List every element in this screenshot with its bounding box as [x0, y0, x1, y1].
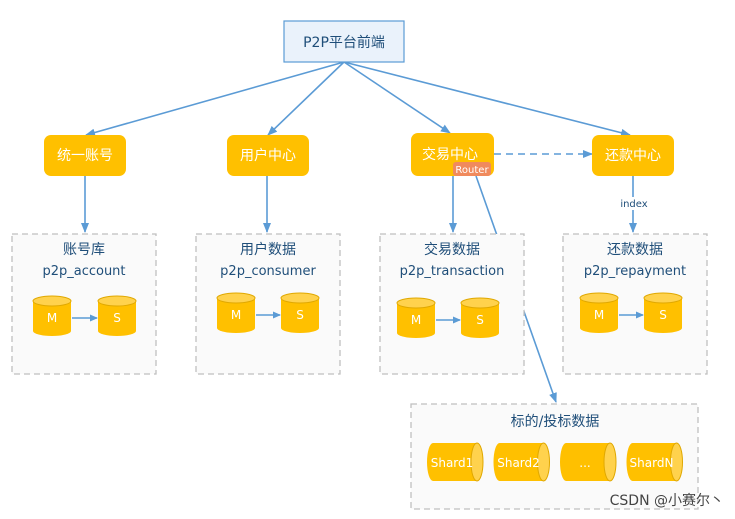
edge-frontend-to-user	[267, 61, 345, 136]
shard-label: ...	[579, 456, 590, 470]
db-repayment-replication-master-db-top	[579, 292, 619, 304]
db-group-consumer-title: 用户数据	[240, 241, 296, 258]
router-badge: Router	[453, 162, 491, 176]
db-group-account-title: 账号库	[63, 242, 105, 258]
shards-group: 标的/投标数据 Shard1 Shard2... ShardN	[410, 403, 699, 510]
index-label-bg	[620, 197, 648, 210]
db-account-replication-master-db-body	[33, 301, 71, 336]
service-repayment-label: 还款中心	[605, 148, 661, 164]
db-consumer-replication-slave-db-top	[280, 292, 320, 304]
db-repayment-replication-slave-db-body	[644, 298, 682, 333]
service-user-label: 用户中心	[240, 147, 296, 164]
router-badge-label: Router	[455, 165, 489, 176]
shard-end-cap	[670, 442, 683, 482]
shard-body	[560, 443, 616, 481]
shard-item: Shard2	[493, 442, 550, 482]
shard-item: ...	[560, 442, 617, 482]
db-transaction-replication-slave-db-label: S	[476, 313, 484, 327]
db-consumer-replication-master-db-top	[216, 292, 256, 304]
service-account: 统一账号	[44, 135, 126, 176]
edge-frontend-to-repayment	[343, 61, 631, 137]
shard-list: Shard1 Shard2... ShardN	[427, 442, 683, 482]
shard-label: Shard2	[497, 456, 540, 470]
shard-item: Shard1	[427, 442, 484, 482]
shard-label: ShardN	[630, 456, 674, 470]
db-consumer-replication-master-db: M	[216, 292, 256, 333]
db-repayment-replication-slave-db-top	[643, 292, 683, 304]
watermark: CSDN @小赛尔丶	[610, 493, 724, 509]
db-transaction-replication-slave-db: S	[460, 297, 500, 338]
db-group-repayment-name: p2p_repayment	[584, 264, 686, 279]
db-transaction-replication-master-db: M	[396, 297, 436, 338]
db-repayment-replication-slave-db-label: S	[659, 308, 667, 322]
db-account-replication-slave-db-label: S	[113, 311, 121, 325]
db-transaction-replication-slave-db-body	[461, 303, 499, 338]
db-repayment-replication-master-db: M	[579, 292, 619, 333]
shard-end-cap	[603, 442, 617, 482]
shard-body	[493, 443, 550, 481]
db-consumer-replication-slave-db-body	[281, 298, 319, 333]
db-account-replication-slave-db-top	[97, 295, 137, 307]
db-consumer-replication-slave-db: S	[280, 292, 320, 333]
router-badge-box	[453, 162, 491, 176]
db-account-replication-master-db-label: M	[47, 311, 57, 325]
db-consumer-replication-master-db-body	[217, 298, 255, 333]
db-repayment-replication-master-db-body	[580, 298, 618, 333]
frontend-box	[283, 20, 405, 63]
service-repayment: 还款中心	[592, 135, 674, 176]
db-group-consumer-name: p2p_consumer	[220, 264, 316, 279]
shard-end-cap	[470, 442, 484, 482]
db-consumer-replication-slave-db-label: S	[296, 308, 304, 322]
index-label: index	[620, 199, 647, 210]
frontend-label: P2P平台前端	[303, 34, 385, 51]
edge-frontend-to-transaction	[343, 61, 451, 134]
db-account-replication-master-db: M	[32, 295, 72, 336]
db-transaction-replication-master-db-body	[397, 303, 435, 338]
service-account-box	[44, 135, 126, 176]
db-transaction-replication-master-db-top	[396, 297, 436, 309]
db-consumer-replication-master-db-label: M	[231, 308, 241, 322]
db-account-replication-slave-db: S	[97, 295, 137, 336]
db-transaction-replication-master-db-label: M	[411, 313, 421, 327]
connectors	[81, 61, 637, 403]
db-repayment-replication-slave-db: S	[643, 292, 683, 333]
shard-item: ShardN	[626, 442, 683, 482]
db-repayment-replication-master-db-label: M	[594, 308, 604, 322]
shard-body	[427, 443, 483, 481]
db-group-repayment-title: 还款数据	[607, 242, 663, 258]
service-user: 用户中心	[227, 135, 309, 176]
service-account-label: 统一账号	[57, 148, 113, 164]
db-group-transaction-name: p2p_transaction	[400, 264, 505, 279]
db-transaction-replication-slave-db-top	[460, 297, 500, 309]
frontend-node: P2P平台前端	[283, 20, 405, 63]
db-group-account-name: p2p_account	[42, 264, 125, 279]
shard-end-cap	[537, 442, 550, 482]
service-user-box	[227, 135, 309, 176]
shard-body	[626, 443, 683, 481]
edge-frontend-to-account	[85, 61, 345, 137]
shards-group-title: 标的/投标数据	[511, 414, 600, 430]
service-repayment-box	[592, 135, 674, 176]
db-account-replication-master-db-top	[32, 295, 72, 307]
service-transaction-label: 交易中心	[422, 146, 478, 163]
db-group-transaction-title: 交易数据	[424, 241, 480, 258]
db-account-replication-slave-db-body	[98, 301, 136, 336]
shard-label: Shard1	[431, 456, 474, 470]
